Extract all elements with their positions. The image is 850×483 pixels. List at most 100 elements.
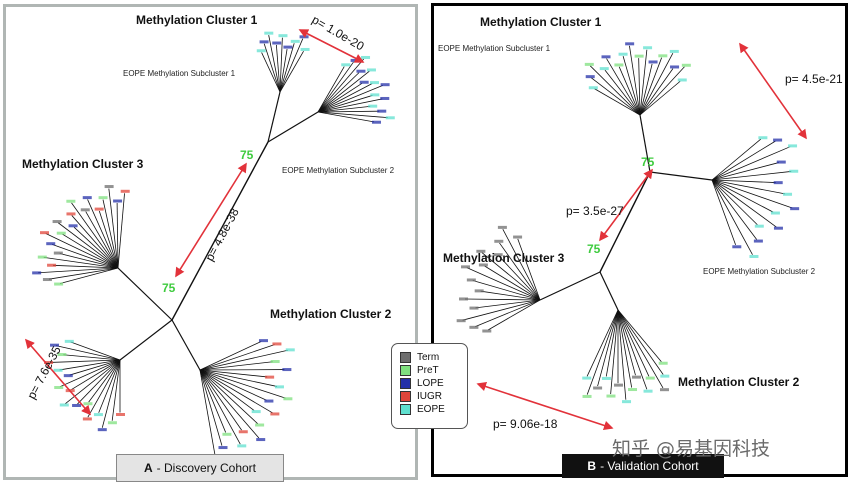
b-sub1-branch	[639, 66, 685, 116]
a-sub2-branch	[317, 83, 363, 113]
b-sub1-leaf-label	[584, 62, 594, 66]
a-sub2-leaf-label	[359, 80, 369, 84]
a-sub2-leaf-label	[356, 69, 366, 73]
a-sub2-branch	[317, 105, 371, 113]
b-sub2-branch	[711, 140, 776, 181]
a-sub2-branch	[317, 83, 373, 113]
a-sub2-branch	[317, 111, 375, 123]
legend-item-term: Term	[400, 351, 467, 364]
a-sub2-leaf-label	[380, 83, 390, 87]
a-c2-leaf-label	[272, 342, 282, 346]
a-c2-leaf-label	[237, 444, 247, 448]
b-sub1-leaf-label	[599, 67, 609, 71]
a-p-top: p= 1.0e-20	[310, 12, 367, 53]
b-trunk	[599, 171, 651, 273]
b-c3-branch	[466, 267, 541, 301]
a-c3-leaf-label	[82, 196, 92, 200]
b-sub2-leaf-label	[753, 239, 763, 243]
b-arrow-bottom	[476, 381, 614, 431]
b-sub1-leaf-label	[625, 42, 635, 46]
b-c2-branch	[617, 309, 648, 390]
a-sub1-leaf-label	[278, 34, 288, 38]
b-sub2-leaf-label	[754, 224, 764, 228]
a-c2b-branch	[98, 359, 121, 413]
b-c2-branch	[605, 309, 619, 377]
cohort-b-letter: B	[587, 459, 597, 473]
a-c3-leaf-label	[98, 196, 108, 200]
a-c2-leaf-label	[265, 375, 275, 379]
a-c2-branch	[199, 341, 262, 371]
b-sub1-leaf-label	[618, 52, 628, 56]
b-c2-branch	[597, 309, 619, 387]
b-c3-leaf-label	[459, 297, 469, 301]
a-c2-branch	[199, 369, 273, 414]
a-c3-branch	[87, 199, 119, 269]
a-c2b-leaf-label	[97, 428, 107, 432]
a-stem-sub2	[267, 111, 319, 143]
a-c2b-leaf-label	[72, 403, 82, 407]
a-c2b-leaf-label	[64, 339, 74, 343]
a-p-left: p= 7.6e-35	[24, 344, 64, 402]
a-subcluster2-label: EOPE Methylation Subcluster 2	[282, 166, 395, 175]
a-sub1-branch	[279, 37, 283, 93]
validation-cohort-label: B - Validation Cohort	[562, 454, 724, 478]
legend-swatch-pret	[400, 365, 411, 376]
a-c3-branch	[59, 267, 119, 284]
a-cluster2-title: Methylation Cluster 2	[270, 307, 392, 321]
a-c2-branch	[199, 369, 268, 378]
a-stem-c2b	[119, 319, 173, 361]
a-sub2-branch	[317, 72, 360, 113]
b-c2-branch	[617, 309, 650, 377]
a-c2b-leaf-label	[59, 403, 69, 407]
a-sub2-branch	[317, 58, 365, 113]
a-subcluster1-label: EOPE Methylation Subcluster 1	[123, 69, 236, 78]
b-c2-leaf-label	[643, 389, 653, 393]
b-sub1-branch	[639, 49, 648, 116]
a-c3-branch	[98, 210, 119, 269]
a-c2-branch	[199, 369, 258, 424]
b-stem-sub2	[649, 171, 713, 181]
a-c2-branch	[199, 369, 255, 411]
b-stem-sub1	[639, 114, 651, 173]
a-c3-leaf-label	[52, 220, 62, 224]
b-c2-branch	[586, 309, 619, 395]
a-bootstrap-upper: 75	[240, 148, 254, 162]
a-sub2-branch	[317, 111, 388, 119]
b-sub2-branch	[711, 179, 793, 209]
a-c3-leaf-label	[80, 208, 90, 212]
a-c2-leaf-label	[258, 339, 268, 343]
b-sub2-branch	[711, 179, 786, 195]
b-sub2-leaf-label	[749, 254, 759, 258]
b-c2-branch	[586, 309, 619, 377]
a-c2-leaf-label	[255, 423, 265, 427]
a-c2-leaf-label	[222, 432, 232, 436]
a-c2-branch	[199, 369, 242, 431]
b-c3-branch	[487, 299, 541, 331]
a-c3-leaf-label	[46, 242, 56, 246]
a-c2b-leaf-label	[107, 421, 117, 425]
b-stem-c3	[539, 271, 601, 301]
a-c2b-branch	[101, 359, 121, 428]
b-c3-leaf-label	[494, 239, 504, 243]
a-sub2-branch	[317, 61, 354, 113]
b-p-right: p= 4.5e-21	[785, 72, 843, 86]
b-c3-leaf-label	[497, 225, 507, 229]
b-c3-branch	[475, 299, 541, 309]
b-cluster1-title: Methylation Cluster 1	[480, 15, 602, 29]
a-sub2-leaf-label	[370, 93, 380, 97]
a-c2-branch	[199, 369, 241, 445]
a-sub2-leaf-label	[361, 55, 371, 59]
b-sub1-branch	[589, 65, 641, 116]
b-sub1-branch	[639, 57, 662, 116]
a-sub1-leaf-label	[264, 31, 274, 35]
a-bootstrap-lower: 75	[162, 281, 176, 295]
a-c3-leaf-label	[120, 189, 130, 193]
a-c3-leaf-label	[66, 212, 76, 216]
b-sub1-branch	[594, 88, 641, 116]
a-c3-leaf-label	[56, 231, 66, 235]
b-cluster3-title: Methylation Cluster 3	[443, 251, 565, 265]
b-sub2-branch	[711, 162, 779, 181]
b-sub2-branch	[711, 138, 762, 181]
a-sub1-branch	[268, 35, 281, 93]
a-c3-branch	[53, 264, 119, 269]
